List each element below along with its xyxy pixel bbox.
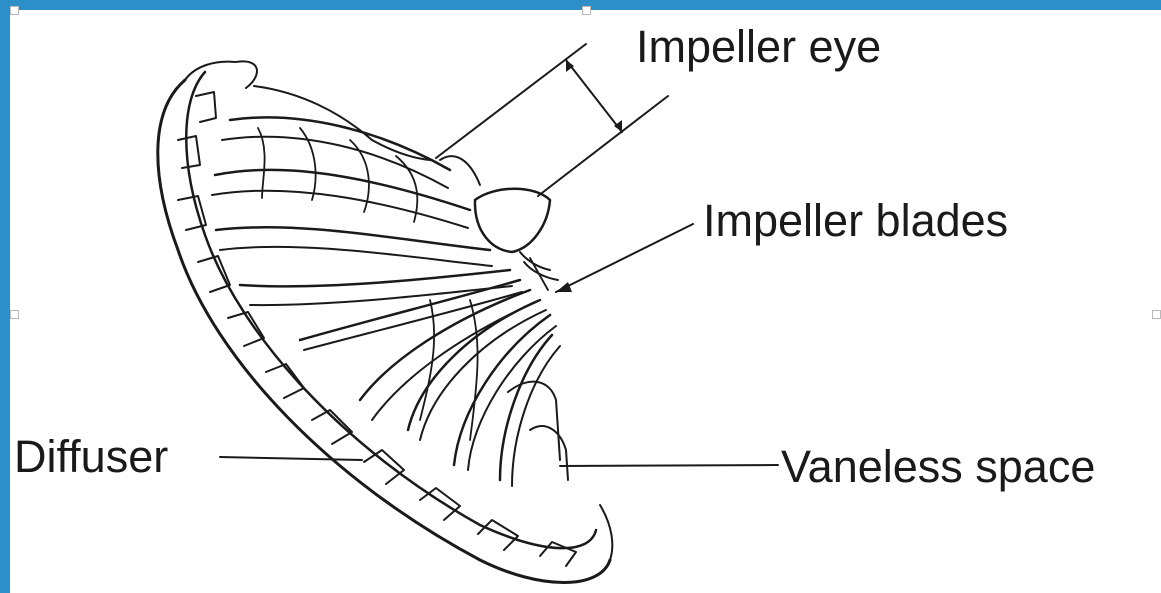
impeller-blades-graphic [212,117,568,486]
label-impeller-blades: Impeller blades [703,195,1008,246]
leader-lines [220,224,778,466]
label-diffuser: Diffuser [14,431,168,482]
label-vaneless-space: Vaneless space [781,441,1095,492]
impeller-eye-dimension [436,44,668,196]
impeller-hub [440,156,558,290]
label-impeller-eye: Impeller eye [636,21,881,72]
